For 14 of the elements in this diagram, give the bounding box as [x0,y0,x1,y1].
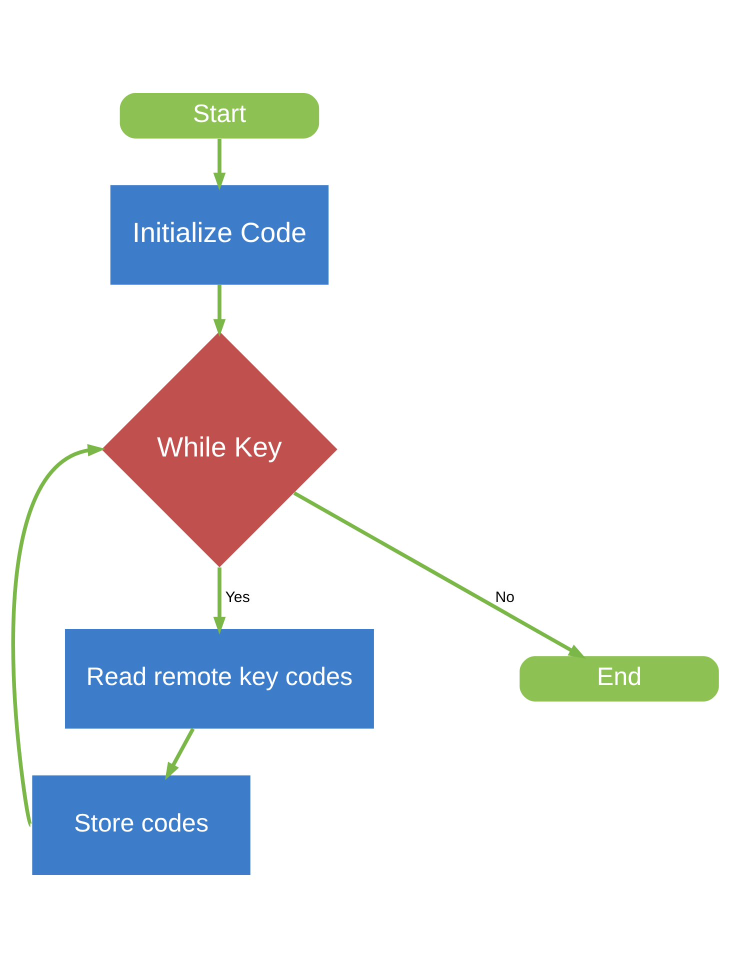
edge-label: Yes [225,588,250,606]
arrow [213,566,226,634]
arrow [11,444,106,826]
node-box: End [520,656,719,702]
node-box: Read remote key codes [64,628,374,728]
node-diamond: While Key [102,330,338,567]
arrow [293,490,586,658]
node-box: Initialize Code [110,184,329,284]
arrow [213,284,226,336]
node-box: Start [120,92,320,138]
node-box: Store codes [32,774,250,874]
edge-label: No [495,588,515,606]
arrow [213,138,226,190]
arrow [164,727,195,780]
